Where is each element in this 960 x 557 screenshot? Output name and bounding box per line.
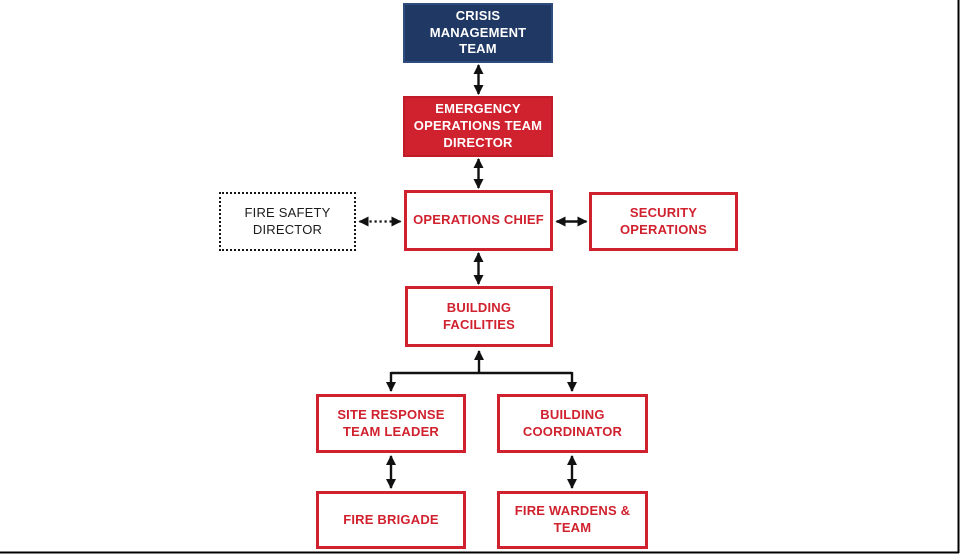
node-crisis-management-team: CRISIS MANAGEMENT TEAM xyxy=(403,3,553,63)
node-label-fire-wardens-team: FIRE WARDENS & TEAM xyxy=(514,503,631,535)
node-fire-wardens-team: FIRE WARDENS & TEAM xyxy=(497,491,648,549)
node-label-security-operations: SECURITY OPERATIONS xyxy=(620,204,707,237)
node-label-emergency-operations-team-director: EMERGENCY OPERATIONS TEAM DIRECTOR xyxy=(413,101,543,150)
node-label-crisis-management-team: CRISIS MANAGEMENT TEAM xyxy=(429,7,527,57)
node-label-building-coordinator: BUILDING COORDINATOR xyxy=(522,406,623,439)
node-emergency-operations-team-director: EMERGENCY OPERATIONS TEAM DIRECTOR xyxy=(403,96,553,157)
node-fire-brigade: FIRE BRIGADE xyxy=(316,491,466,549)
node-operations-chief: OPERATIONS CHIEF xyxy=(404,190,553,251)
node-label-site-response-team-leader: SITE RESPONSE TEAM LEADER xyxy=(337,406,445,439)
node-site-response-team-leader: SITE RESPONSE TEAM LEADER xyxy=(316,394,466,453)
node-label-operations-chief: OPERATIONS CHIEF xyxy=(413,212,544,228)
node-building-coordinator: BUILDING COORDINATOR xyxy=(497,394,648,453)
node-security-operations: SECURITY OPERATIONS xyxy=(589,192,738,251)
node-building-facilities: BUILDING FACILITIES xyxy=(405,286,553,347)
node-label-fire-brigade: FIRE BRIGADE xyxy=(343,511,439,527)
node-label-building-facilities: BUILDING FACILITIES xyxy=(442,299,516,332)
node-label-fire-safety-director: FIRE SAFETY DIRECTOR xyxy=(244,204,331,237)
node-fire-safety-director: FIRE SAFETY DIRECTOR xyxy=(219,192,356,251)
